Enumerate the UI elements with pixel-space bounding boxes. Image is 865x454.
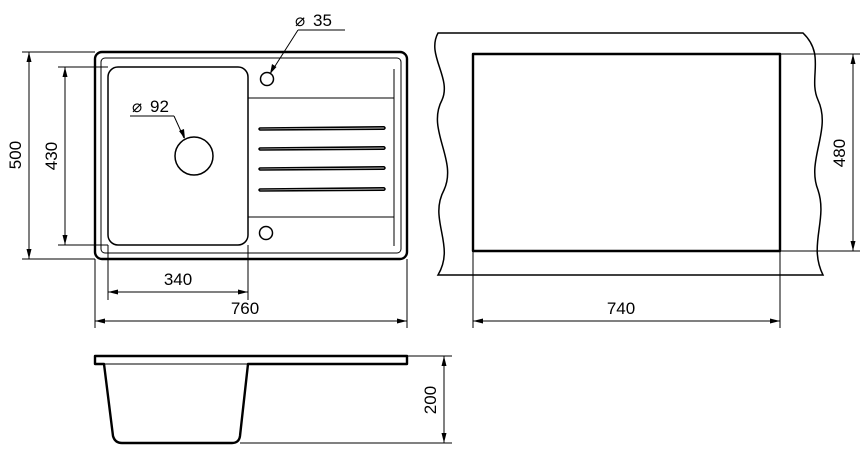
dim-tap-hole: ⌀ 35 [269, 11, 345, 75]
dim-cutout-height: 480 [780, 53, 860, 252]
drain-groove [258, 186, 386, 192]
dim-label-500: 500 [6, 141, 25, 169]
dim-bowl-width: 340 [107, 245, 249, 300]
sink-outer-rim [93, 50, 409, 261]
dim-label-92: 92 [150, 97, 169, 116]
dim-label-430: 430 [42, 142, 61, 170]
drain-groove [258, 165, 386, 171]
dim-label-200: 200 [421, 386, 440, 414]
dim-overall-height: 500 [6, 51, 95, 260]
tap-hole [259, 71, 275, 87]
dim-depth: 200 [240, 355, 452, 444]
drain-groove [258, 145, 386, 151]
dim-label-740: 740 [607, 299, 635, 318]
dim-bowl-height: 430 [42, 66, 108, 246]
diameter-symbol: ⌀ [132, 97, 142, 116]
dim-drain-hole: ⌀ 92 [130, 97, 185, 139]
sink-top-view [93, 50, 409, 261]
dim-label-340: 340 [164, 270, 192, 289]
sink-side-view [93, 354, 409, 445]
drainboard [247, 69, 395, 246]
side-profile [93, 354, 409, 445]
dim-label-35: 35 [313, 11, 332, 30]
dim-label-760: 760 [231, 299, 259, 318]
countertop-outline [434, 32, 825, 276]
countertop-cutout-view [434, 32, 825, 276]
dim-overall-width: 760 [94, 259, 408, 328]
dim-cutout-width: 740 [472, 251, 781, 328]
drain-hole [174, 136, 214, 176]
sink-bowl [107, 66, 249, 246]
diameter-symbol: ⌀ [295, 11, 305, 30]
drain-groove [258, 125, 386, 131]
overflow-hole [258, 225, 274, 241]
cutout-opening [471, 52, 782, 253]
sink-inner-rim [100, 57, 402, 254]
dim-label-480: 480 [830, 139, 849, 167]
